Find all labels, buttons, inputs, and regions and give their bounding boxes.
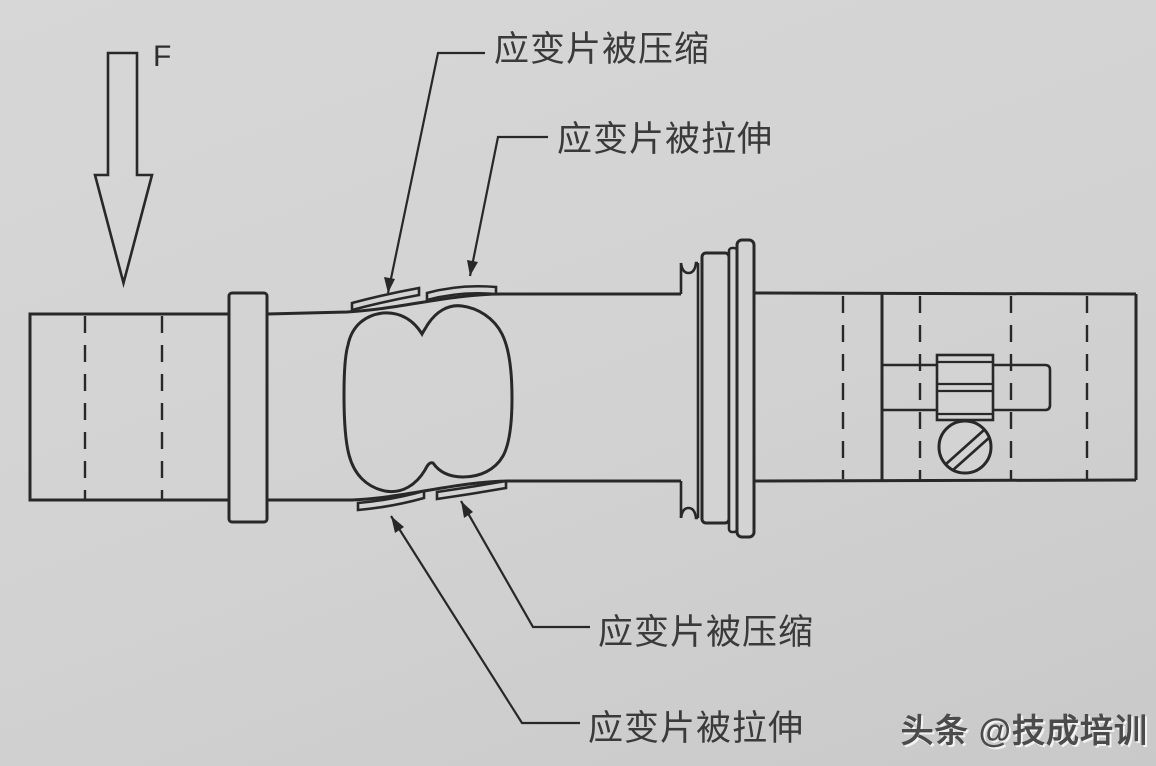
arrowhead — [461, 501, 473, 518]
strain-gauge-bottom-left — [356, 489, 426, 512]
callout-top-stretched: 应变片被拉伸 — [557, 120, 773, 159]
right-shaft-bottom — [753, 478, 1137, 483]
left-shaft — [28, 312, 232, 502]
groove-ring-bottom — [679, 506, 698, 520]
binocular-cutout — [342, 304, 514, 494]
beam-top-surface — [266, 292, 681, 316]
set-screw-shank — [935, 353, 995, 422]
callout-bottom-compressed: 应变片被压缩 — [598, 613, 814, 652]
watermark: 头条 @技成培训 — [900, 712, 1148, 749]
strain-gauge-top-right — [425, 284, 498, 302]
flange-ring-tall — [735, 238, 756, 539]
force-label: F — [153, 40, 171, 73]
flange-ring-wide — [700, 251, 731, 525]
strain-gauge-top-left — [350, 286, 421, 312]
right-shaft-top — [753, 291, 1137, 296]
force-arrow-down-icon — [93, 51, 154, 289]
arrowhead — [391, 516, 404, 533]
leader-bottom-compressed — [460, 500, 590, 629]
leader-top-stretched — [468, 135, 548, 277]
arrowhead — [467, 260, 478, 276]
strain-gauge-bottom-right — [435, 479, 508, 501]
groove-ring-top — [679, 261, 698, 275]
clamp-collar — [227, 291, 269, 524]
arrowhead — [384, 277, 395, 293]
set-screw-slot — [945, 429, 991, 471]
locking-pin — [882, 363, 1052, 412]
leader-top-compressed — [386, 51, 485, 294]
set-screw-threads — [937, 360, 993, 416]
callout-top-compressed: 应变片被压缩 — [494, 30, 710, 69]
callout-bottom-stretched: 应变片被拉伸 — [588, 709, 804, 748]
leader-bottom-stretched — [390, 515, 580, 725]
